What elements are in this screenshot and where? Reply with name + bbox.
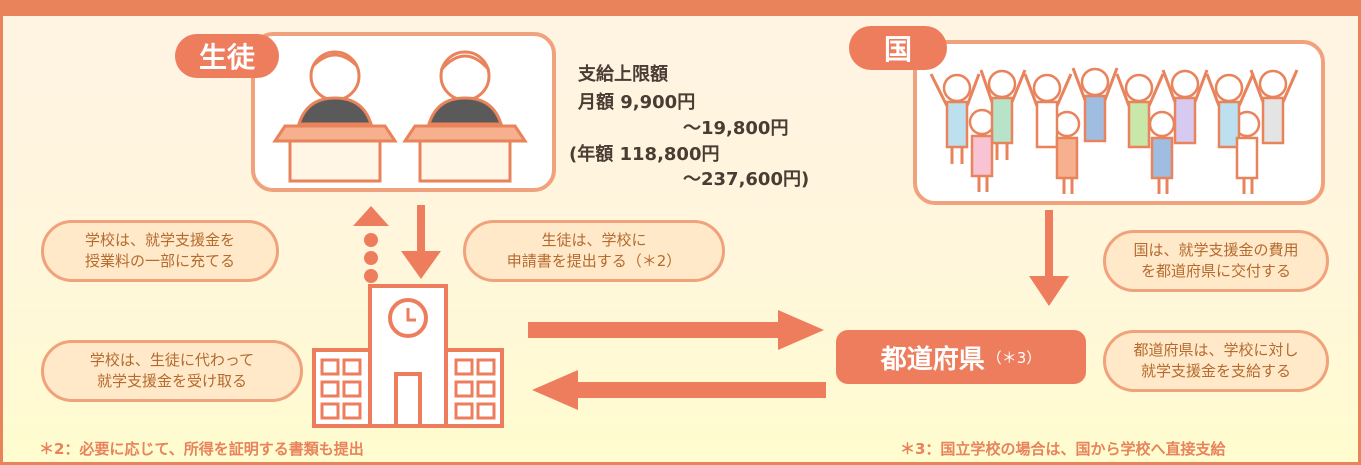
prefecture-label: 都道府県 （＊3） — [836, 330, 1086, 384]
yearly-amount-max: ～237,600円) — [683, 169, 810, 190]
students-at-desks-icon — [272, 50, 528, 183]
bubble-country-grant: 国は、就学支援金の費用を都道府県に交付する — [1103, 230, 1329, 292]
bubble-school-apply-line2: 授業料の一部に充てる — [84, 252, 235, 270]
country-card — [913, 40, 1325, 205]
top-bar — [3, 0, 1358, 16]
bubble-school-receive-line2: 就学支援金を受け取る — [96, 372, 247, 390]
upward-dotted-arrow — [353, 206, 389, 283]
bubble-student-submit: 生徒は、学校に申請書を提出する（＊2） — [463, 220, 725, 282]
bubble-prefecture-pay-line2: 就学支援金を支給する — [1140, 362, 1291, 380]
bubble-school-receive-line1: 学校は、生徒に代わって — [89, 351, 255, 369]
students-card — [251, 32, 556, 192]
yearly-amount-min: (年額 118,800円 — [569, 144, 720, 165]
downward-arrow — [401, 205, 441, 279]
country-label: 国 — [849, 26, 947, 70]
footnote-3: ＊3：国立学校の場合は、国から学校へ直接支給 — [900, 440, 1226, 458]
school-building-icon — [312, 284, 504, 428]
prefecture-note-marker: （＊3） — [986, 348, 1042, 367]
people-illustration — [929, 67, 1299, 194]
bubble-country-grant-line1: 国は、就学支援金の費用 — [1133, 241, 1299, 259]
bubble-student-submit-line1: 生徒は、学校に — [541, 231, 647, 249]
bubble-school-apply: 学校は、就学支援金を授業料の一部に充てる — [41, 220, 279, 282]
footnote-2: ＊2：必要に応じて、所得を証明する書類も提出 — [39, 440, 364, 458]
monthly-amount-min: 月額 9,900円 — [578, 92, 696, 113]
bubble-prefecture-pay-line1: 都道府県は、学校に対し — [1133, 341, 1299, 359]
monthly-amount-max: ～19,800円 — [683, 118, 789, 139]
max-amount-title: 支給上限額 — [578, 64, 668, 85]
students-label: 生徒 — [175, 34, 279, 78]
bubble-student-submit-line2: 申請書を提出する（＊2） — [506, 252, 682, 270]
bubble-school-apply-line1: 学校は、就学支援金を — [84, 231, 235, 249]
prefecture-label-text: 都道府県 — [880, 344, 985, 375]
bubble-country-grant-line2: を都道府県に交付する — [1140, 262, 1291, 280]
school-to-prefecture-arrow — [528, 310, 824, 350]
bubble-prefecture-pay: 都道府県は、学校に対し就学支援金を支給する — [1103, 330, 1329, 392]
bubble-school-receive: 学校は、生徒に代わって就学支援金を受け取る — [41, 340, 303, 402]
prefecture-to-school-arrow — [532, 370, 826, 410]
country-to-prefecture-arrow — [1029, 210, 1069, 306]
